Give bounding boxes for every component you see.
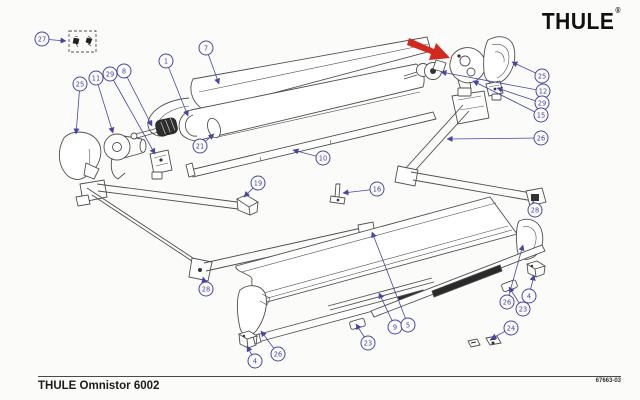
- svg-text:10: 10: [319, 154, 327, 162]
- rafter-hook-bracket: [329, 183, 346, 205]
- callout-15: 15: [472, 80, 549, 123]
- svg-text:23: 23: [364, 339, 372, 347]
- svg-text:15: 15: [537, 111, 545, 119]
- top-cover-panel: [190, 36, 432, 112]
- callout-4: 4: [521, 274, 537, 304]
- svg-text:19: 19: [254, 179, 262, 187]
- svg-text:5: 5: [406, 321, 410, 329]
- svg-text:26: 26: [503, 298, 511, 306]
- svg-text:7: 7: [204, 44, 208, 52]
- svg-text:16: 16: [373, 185, 381, 193]
- arm-head-assembly: [403, 36, 516, 101]
- callout-26: 26: [260, 330, 286, 362]
- left-arm: [75, 179, 376, 282]
- pivot-bracket-right: [485, 80, 504, 101]
- end-cap-left: [58, 131, 102, 180]
- roller-tube: [178, 63, 425, 142]
- fabric-roll: [207, 91, 421, 139]
- callout-19: 19: [243, 175, 266, 198]
- callout-25: 25: [72, 76, 88, 135]
- callout-8: 8: [116, 63, 153, 127]
- callout-4: 4: [246, 345, 263, 369]
- clip-set: [467, 335, 502, 348]
- callout-16: 16: [342, 181, 385, 197]
- svg-text:12: 12: [539, 87, 547, 95]
- wall-bracket-right: [525, 260, 547, 278]
- svg-text:26: 26: [274, 350, 282, 358]
- callout-28: 28: [527, 200, 543, 218]
- svg-text:26: 26: [537, 134, 545, 142]
- callout-29: 29: [102, 66, 156, 155]
- end-cover-cap-right-top: [483, 36, 516, 84]
- logo-text: THULE: [541, 8, 615, 35]
- callout-23: 23: [355, 323, 376, 351]
- tension-rafters: [252, 244, 546, 345]
- screw-icon: [72, 35, 93, 48]
- svg-text:25: 25: [538, 72, 546, 80]
- svg-text:21: 21: [196, 142, 204, 150]
- callout-29: 29: [496, 86, 550, 111]
- right-arm: [394, 90, 547, 207]
- gear-winch: [103, 133, 147, 180]
- svg-text:4: 4: [253, 357, 257, 365]
- front-panel: [235, 196, 518, 304]
- svg-text:29: 29: [106, 70, 114, 78]
- callout-25: 25: [511, 61, 550, 84]
- callout-7: 7: [198, 40, 220, 85]
- svg-text:29: 29: [538, 99, 546, 107]
- spring-head-mechanism: [449, 47, 486, 97]
- registered-mark-icon: ®: [615, 7, 621, 16]
- svg-text:23: 23: [519, 305, 527, 313]
- svg-text:8: 8: [122, 67, 126, 75]
- svg-text:1: 1: [164, 57, 168, 65]
- thule-logo: THULE®: [541, 7, 621, 35]
- bracket-left: [149, 149, 173, 180]
- screw-kit-box: [68, 30, 97, 53]
- svg-text:4: 4: [527, 292, 531, 300]
- callout-26: 26: [446, 130, 549, 146]
- svg-text:28: 28: [531, 206, 539, 214]
- svg-text:11: 11: [92, 74, 100, 82]
- footer-divider: [38, 376, 621, 377]
- svg-text:24: 24: [507, 324, 515, 332]
- callout-23: 23: [508, 286, 531, 317]
- callout-27: 27: [34, 31, 67, 47]
- svg-text:9: 9: [393, 323, 397, 331]
- callout-11: 11: [88, 70, 115, 134]
- callout-5: 5: [371, 231, 416, 333]
- callout-10: 10: [292, 148, 331, 166]
- mounting-rail: [185, 111, 437, 178]
- svg-text:28: 28: [202, 285, 210, 293]
- callout-24: 24: [490, 320, 519, 340]
- crank-knob: [130, 117, 178, 140]
- wall-bracket-left: [237, 330, 259, 349]
- callout-26: 26: [499, 244, 525, 310]
- svg-text:27: 27: [38, 35, 46, 43]
- callout-28: 28: [198, 276, 214, 297]
- end-cover-left-front: [236, 285, 271, 336]
- red-highlight-arrow: [407, 38, 450, 60]
- callout-21: 21: [192, 133, 215, 154]
- document-number: 67663-03: [595, 378, 621, 384]
- callout-1: 1: [158, 53, 189, 117]
- diagram-title: THULE Omnistor 6002: [38, 380, 160, 392]
- svg-text:25: 25: [76, 80, 84, 88]
